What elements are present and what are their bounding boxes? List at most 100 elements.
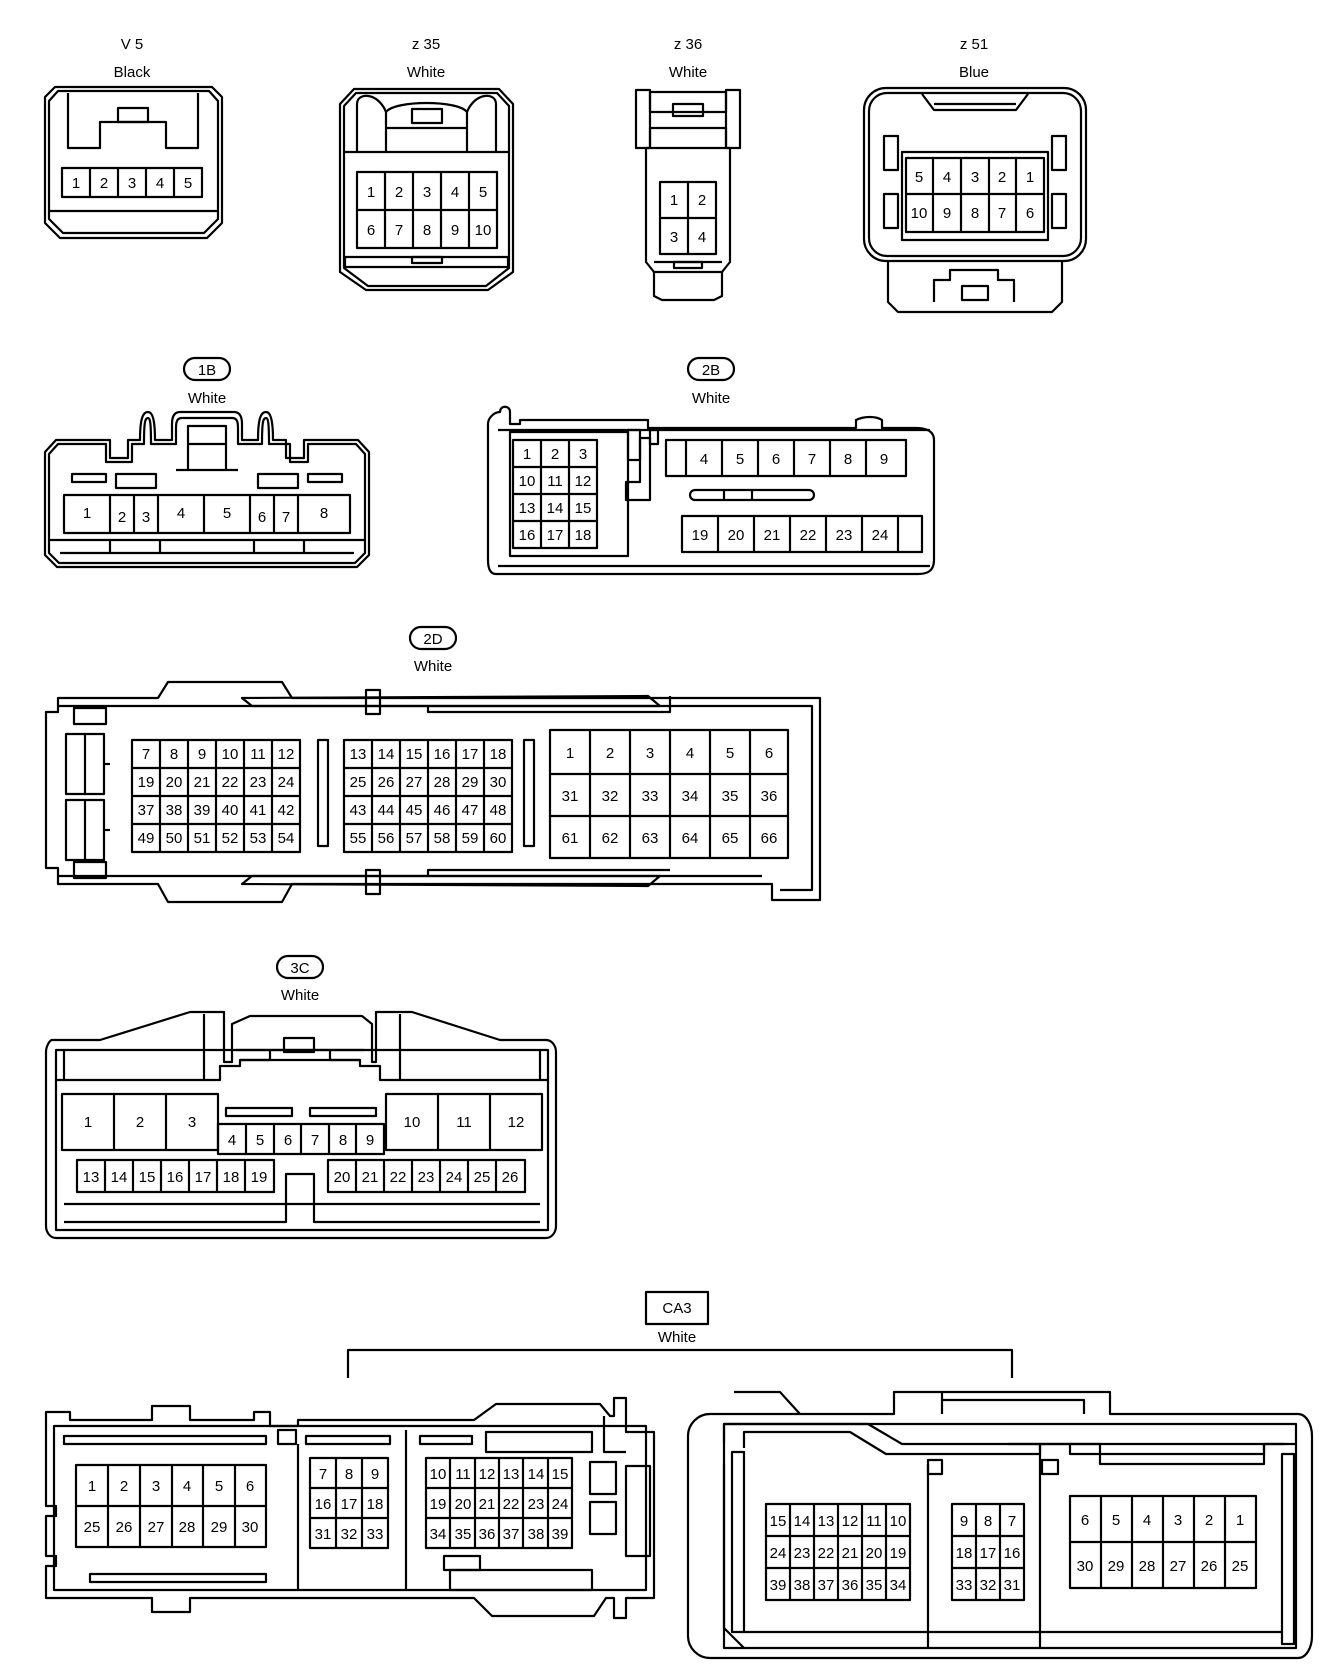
pin: 11 xyxy=(455,1466,471,1483)
pin: 61 xyxy=(562,830,579,847)
pin: 9 xyxy=(960,1513,968,1530)
pin: 4 xyxy=(156,175,164,192)
pin: 5 xyxy=(915,169,923,186)
pin: 47 xyxy=(462,802,479,819)
pin: 54 xyxy=(278,830,295,847)
connector-ca3: CA3 White xyxy=(44,1290,1314,1660)
connector-id: 1B xyxy=(198,362,216,379)
pin: 5 xyxy=(215,1478,223,1495)
pin: 22 xyxy=(818,1545,835,1562)
pin: 25 xyxy=(474,1169,491,1186)
pin: 24 xyxy=(872,527,889,544)
pin: 10 xyxy=(890,1513,907,1530)
pin: 5 xyxy=(1112,1512,1120,1529)
pin: 7 xyxy=(319,1466,327,1483)
pin: 29 xyxy=(1108,1558,1125,1575)
pin: 7 xyxy=(395,222,403,239)
pin: 8 xyxy=(320,505,328,522)
pin: 34 xyxy=(682,788,699,805)
pin: 3 xyxy=(579,446,587,463)
pin: 18 xyxy=(367,1496,384,1513)
pin: 31 xyxy=(315,1526,332,1543)
pin: 1 xyxy=(670,192,678,209)
pin: 5 xyxy=(479,184,487,201)
connector-color: Black xyxy=(114,64,151,81)
connector-v5: V 5 Black 1 2 3 4 5 xyxy=(43,36,224,240)
pin: 26 xyxy=(378,774,395,791)
pin: 35 xyxy=(722,788,739,805)
pin: 43 xyxy=(350,802,367,819)
pin: 13 xyxy=(503,1466,520,1483)
pin: 22 xyxy=(222,774,239,791)
pin: 4 xyxy=(228,1132,236,1149)
pin: 1 xyxy=(72,175,80,192)
pin: 1 xyxy=(566,745,574,762)
pin: 2 xyxy=(998,169,1006,186)
pin: 24 xyxy=(446,1169,463,1186)
pin: 23 xyxy=(528,1496,545,1513)
pin: 2 xyxy=(1205,1512,1213,1529)
pin: 15 xyxy=(406,746,423,763)
pin: 3 xyxy=(128,175,136,192)
pin: 15 xyxy=(575,500,592,517)
pin: 13 xyxy=(818,1513,835,1530)
pin: 27 xyxy=(1170,1558,1187,1575)
pin: 20 xyxy=(728,527,745,544)
pin: 33 xyxy=(367,1526,384,1543)
pin: 44 xyxy=(378,802,395,819)
pin: 13 xyxy=(83,1169,100,1186)
pin: 28 xyxy=(179,1519,196,1536)
pin: 2 xyxy=(136,1114,144,1131)
pin: 22 xyxy=(390,1169,407,1186)
pin: 24 xyxy=(770,1545,787,1562)
pin: 6 xyxy=(246,1478,254,1495)
pin: 38 xyxy=(794,1577,811,1594)
pin: 9 xyxy=(943,205,951,222)
connector-color: White xyxy=(414,658,452,675)
pin: 19 xyxy=(890,1545,907,1562)
pin: 21 xyxy=(842,1545,859,1562)
pin: 8 xyxy=(423,222,431,239)
connector-id: CA3 xyxy=(662,1300,691,1317)
pin: 30 xyxy=(490,774,507,791)
pin: 26 xyxy=(1201,1558,1218,1575)
pin: 22 xyxy=(503,1496,520,1513)
pin: 59 xyxy=(462,830,479,847)
pin: 48 xyxy=(490,802,507,819)
pin: 19 xyxy=(251,1169,268,1186)
pin: 29 xyxy=(211,1519,228,1536)
pin: 14 xyxy=(794,1513,811,1530)
pin: 17 xyxy=(980,1545,997,1562)
pin: 37 xyxy=(818,1577,835,1594)
connector-id: z 51 xyxy=(960,36,988,53)
pin: 18 xyxy=(490,746,507,763)
pin: 6 xyxy=(765,745,773,762)
pin: 16 xyxy=(167,1169,184,1186)
pin: 38 xyxy=(166,802,183,819)
pin: 49 xyxy=(138,830,155,847)
pin: 12 xyxy=(508,1114,525,1131)
pin: 10 xyxy=(222,746,239,763)
pin: 53 xyxy=(250,830,267,847)
pin: 9 xyxy=(880,451,888,468)
pin: 27 xyxy=(406,774,423,791)
pin: 30 xyxy=(1077,1558,1094,1575)
pin: 37 xyxy=(138,802,155,819)
pin: 5 xyxy=(726,745,734,762)
pin: 11 xyxy=(456,1114,472,1131)
pin: 9 xyxy=(451,222,459,239)
pin: 33 xyxy=(956,1577,973,1594)
connector-3c: 3C White 1 2 3 4 5 6 xyxy=(44,954,558,1240)
pin: 7 xyxy=(998,205,1006,222)
pin: 42 xyxy=(278,802,295,819)
pin: 23 xyxy=(836,527,853,544)
connector-id: 2D xyxy=(423,631,442,648)
pin: 24 xyxy=(278,774,295,791)
pin: 5 xyxy=(256,1132,264,1149)
pin: 11 xyxy=(547,473,563,490)
pin: 15 xyxy=(770,1513,787,1530)
connector-color: White xyxy=(658,1329,696,1346)
pin: 2 xyxy=(698,192,706,209)
connector-2b: 2B White 1 2 3 10 11 12 13 14 15 xyxy=(486,356,936,576)
pin: 58 xyxy=(434,830,451,847)
